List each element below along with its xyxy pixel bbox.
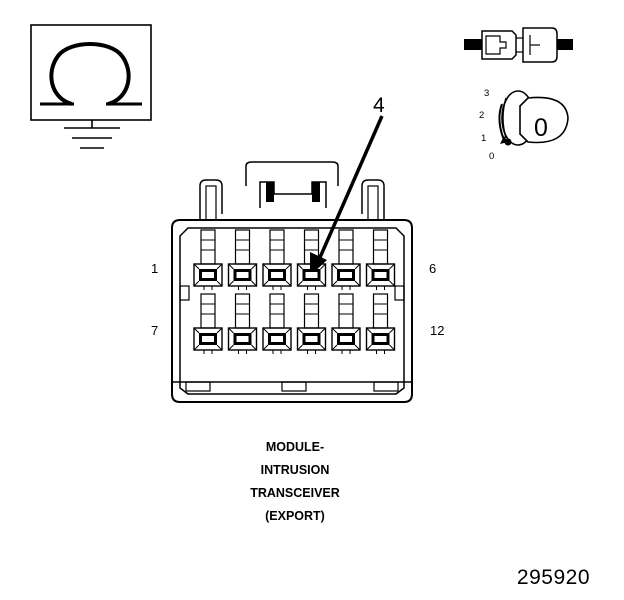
pin-label-7: 7 (151, 323, 159, 338)
terminal-cavity-2 (227, 229, 258, 290)
connector-plug-icon (464, 27, 573, 63)
terminal-cavity-3 (262, 229, 292, 290)
caption-line: (EXPORT) (265, 509, 325, 523)
terminal-cavity-8 (227, 293, 258, 354)
terminal-cavity-5 (331, 229, 361, 290)
terminal-cavity-11 (331, 293, 361, 354)
component-caption: MODULE- INTRUSION TRANSCEIVER (EXPORT) (200, 436, 390, 528)
terminal-cavities (193, 229, 396, 354)
terminal-cavity-12 (365, 293, 396, 354)
terminal-cavity-4 (296, 229, 327, 290)
terminal-cavity-6 (365, 229, 396, 290)
pin-label-1: 1 (151, 261, 159, 276)
terminal-cavity-10 (296, 293, 327, 354)
caption-line: TRANSCEIVER (250, 486, 340, 500)
caption-line: INTRUSION (260, 463, 330, 477)
ohmmeter-ground-icon (30, 24, 152, 149)
key-position-0: 0 (489, 151, 495, 162)
ignition-key-icon (498, 90, 569, 146)
terminal-cavity-9 (262, 293, 292, 354)
pin-label-6: 6 (429, 261, 437, 276)
key-position-3: 3 (484, 88, 490, 99)
key-label: 0 (534, 114, 548, 142)
connector-face (171, 161, 413, 403)
terminal-cavity-7 (193, 293, 223, 354)
callout-number: 4 (373, 94, 385, 117)
figure-number: 295920 (516, 566, 590, 589)
terminal-cavity-1 (193, 229, 223, 290)
key-position-1: 1 (481, 133, 487, 144)
key-position-2: 2 (479, 110, 485, 121)
pin-label-12: 12 (430, 323, 445, 338)
caption-line: MODULE- (265, 440, 325, 454)
